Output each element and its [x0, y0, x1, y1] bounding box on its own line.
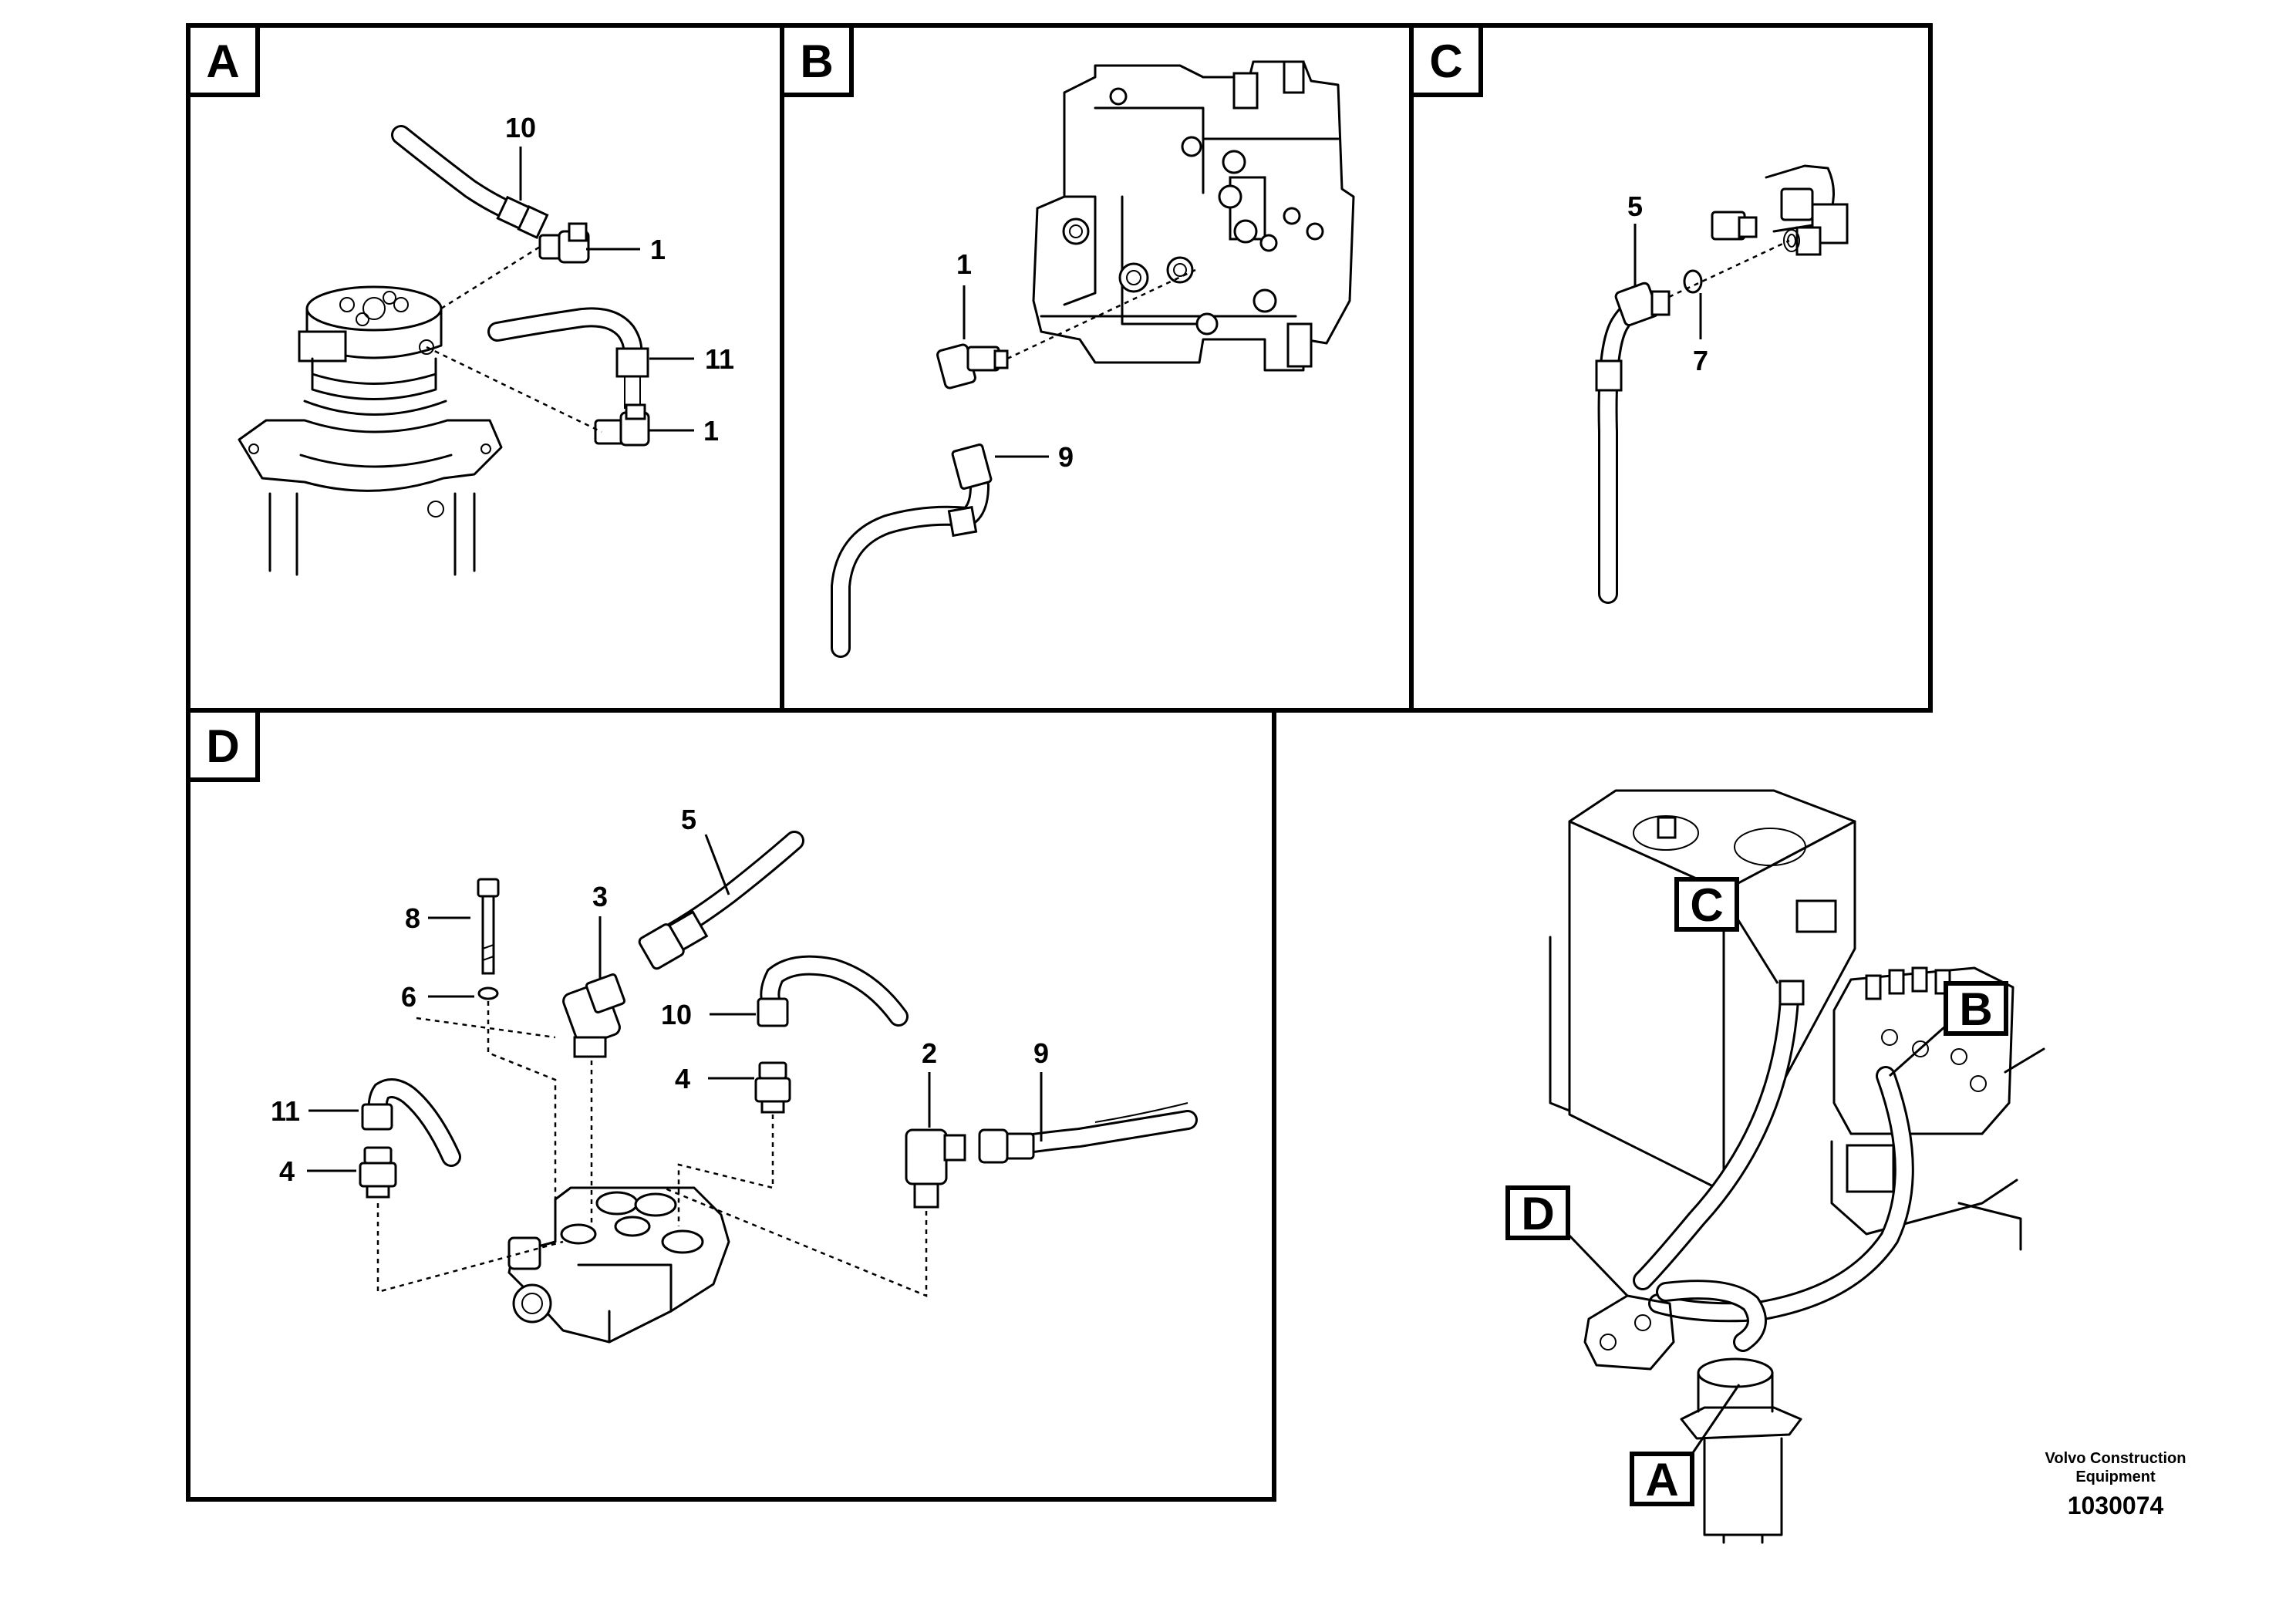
panel-b-tag: B — [800, 35, 833, 87]
callout-d-9: 9 — [1033, 1037, 1049, 1069]
adapter-4-left — [359, 1146, 397, 1199]
small-swivel-joint — [1680, 1357, 1802, 1544]
panel-a-tag-box — [186, 23, 260, 97]
callout-d-11: 11 — [271, 1095, 300, 1127]
o-ring-7 — [1683, 269, 1703, 294]
callout-a-10: 10 — [505, 112, 536, 143]
hose-9-illustration — [831, 443, 993, 658]
small-valve-block — [1583, 1294, 1675, 1371]
callout-a-1-upper: 1 — [650, 234, 666, 265]
elbow-fitting-1-upper — [538, 222, 590, 264]
overview-illustration: C B D A — [1505, 789, 2045, 1544]
callout-d-2: 2 — [922, 1037, 937, 1069]
callout-b-9: 9 — [1058, 441, 1074, 473]
bolt-8 — [477, 878, 500, 975]
panel-c: C 5 7 — [1409, 23, 1933, 713]
adapter-4-right — [754, 1061, 791, 1114]
panel-d-tag-box — [186, 708, 260, 782]
hose-11-illustration-d — [361, 1078, 461, 1167]
elbow-fitting-3 — [562, 973, 626, 1058]
callout-d-4-left: 4 — [279, 1155, 295, 1187]
drawing-number: 1030074 — [2068, 1492, 2164, 1519]
overview-b-box — [1944, 981, 2008, 1036]
callout-d-10: 10 — [661, 999, 692, 1030]
hose-10-illustration-d — [757, 955, 909, 1027]
callout-d-4-right: 4 — [675, 1063, 690, 1094]
panel-a-tag: A — [206, 35, 239, 87]
overview-d-box — [1505, 1185, 1570, 1240]
panel-d-tag: D — [206, 720, 239, 772]
manufacturer-credit-line1: Volvo Construction — [2045, 1450, 2186, 1467]
tank-port-illustration — [1711, 164, 1849, 256]
panel-b: B — [780, 23, 1414, 713]
manufacturer-credit-line2: Equipment — [2075, 1469, 2156, 1485]
panel-a: A — [186, 23, 784, 713]
panel-c-tag: C — [1429, 35, 1462, 87]
valve-block-illustration — [507, 1186, 730, 1344]
overview-label-d: D — [1521, 1188, 1554, 1239]
callout-c-5: 5 — [1627, 191, 1643, 222]
panel-c-tag-box — [1409, 23, 1483, 97]
control-valve-illustration — [1032, 60, 1355, 372]
hose-10-illustration — [391, 125, 549, 239]
panel-b-tag-box — [780, 23, 854, 97]
panel-d: D — [186, 708, 1276, 1502]
hydraulic-tank — [1549, 789, 1856, 1193]
elbow-fitting-1-b — [936, 343, 1009, 389]
overview-label-a: A — [1645, 1454, 1678, 1506]
elbow-fitting-1-lower — [594, 403, 650, 447]
overview-a-box — [1630, 1452, 1694, 1506]
overview-label-c: C — [1690, 879, 1723, 931]
callout-a-11: 11 — [705, 343, 734, 375]
callout-d-5: 5 — [681, 804, 696, 835]
overview-label-b: B — [1959, 983, 1992, 1035]
control-valve-small — [1830, 966, 2045, 1251]
elbow-fitting-2 — [905, 1128, 966, 1209]
callout-d-3: 3 — [592, 881, 608, 912]
overview-c-box — [1674, 877, 1739, 932]
callout-d-8: 8 — [405, 902, 420, 934]
callout-d-6: 6 — [401, 981, 416, 1013]
callout-c-7: 7 — [1693, 345, 1708, 376]
callout-a-1-lower: 1 — [703, 415, 719, 447]
callout-b-1: 1 — [956, 248, 972, 280]
swivel-joint-illustration — [238, 285, 503, 576]
washer-6 — [477, 986, 499, 1000]
hose-5-illustration-c — [1595, 282, 1671, 604]
hose-11-illustration — [487, 307, 649, 409]
hose-9-illustration-d — [978, 1102, 1198, 1164]
